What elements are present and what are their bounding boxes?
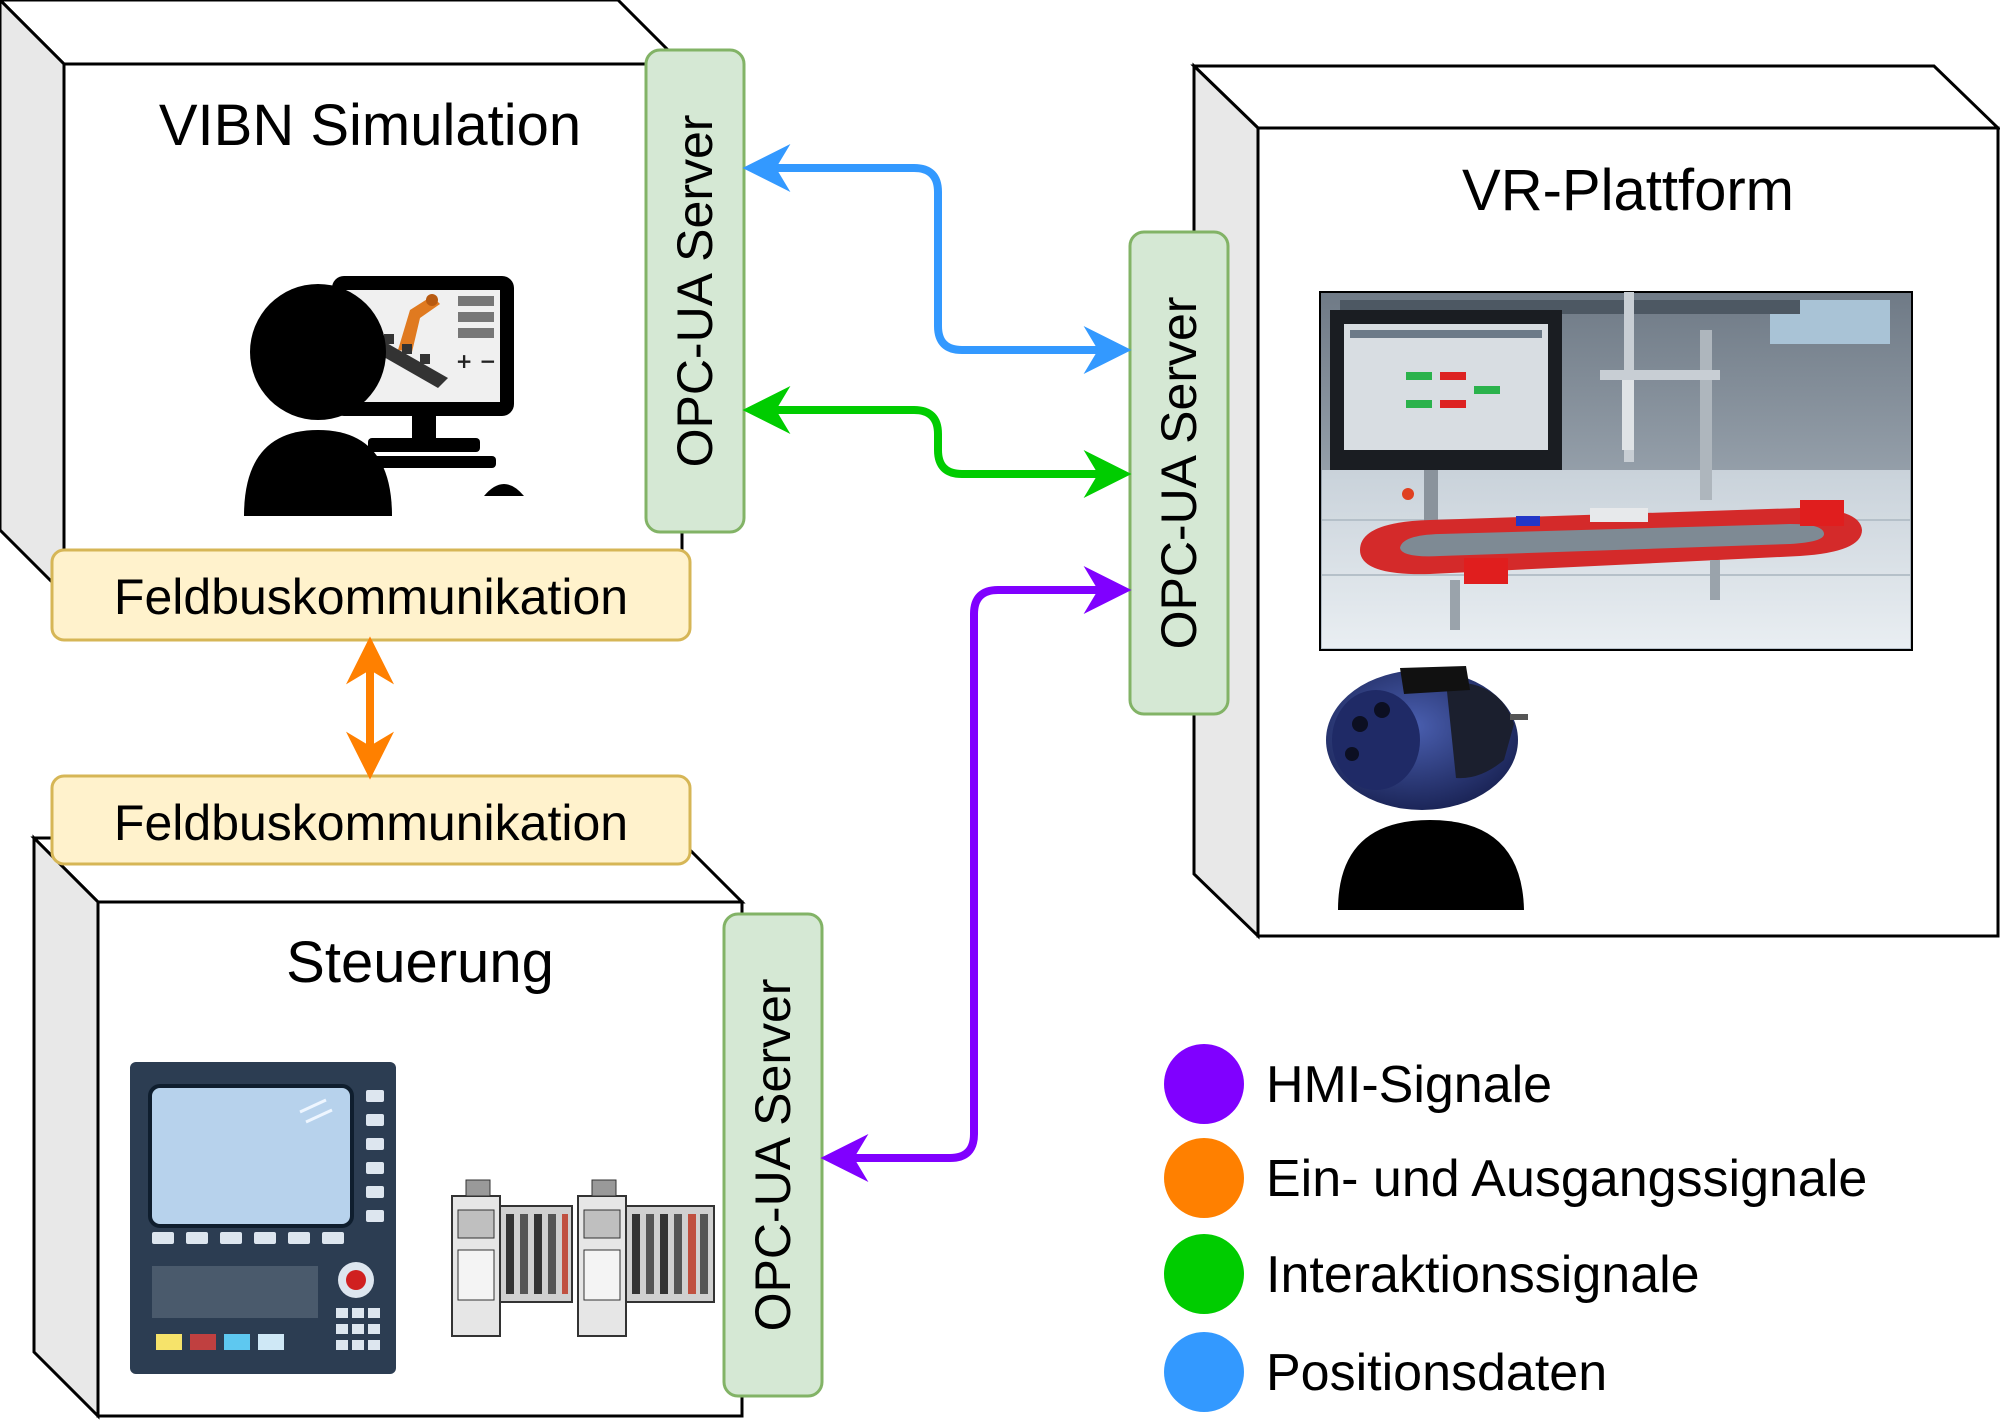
vibn-box-side-face [0,0,66,598]
steuerung-opcua-server: OPC-UA Server [722,912,824,1398]
steuerung-box-side-face [32,834,100,1420]
vibn-box-top-face [0,0,686,66]
vr-opcua-server: OPC-UA Server [1128,230,1230,716]
legend-item-hmi: HMI-Signale [1164,1044,1552,1124]
fieldbus-top-label: Feldbuskommunikation [114,569,628,625]
fieldbus-bottom-label: Feldbuskommunikation [114,795,628,851]
legend-item-io: Ein- und Ausgangssignale [1164,1138,1867,1218]
steuerung-box: Steuerung [30,834,746,1420]
legend-label-interaction: Interaktionssignale [1266,1246,1700,1304]
legend-item-position: Positionsdaten [1164,1332,1607,1412]
vr-plattform-box: VR-Plattform [1190,62,2000,940]
legend-label-position: Positionsdaten [1266,1344,1607,1402]
vibn-opcua-server-label: OPC-UA Server [667,115,723,468]
operator-panel-icon [130,1062,396,1374]
vibn-opcua-server: OPC-UA Server [644,48,746,534]
positionsdaten-arrow [742,144,1132,374]
vr-scene-screenshot [1319,291,1913,651]
legend: HMI-Signale Ein- und Ausgangssignale Int… [1164,1044,1867,1412]
steuerung-opcua-server-label: OPC-UA Server [745,979,801,1332]
plc-modules-icon [451,1179,715,1337]
hmi-signale-arrow [820,566,1132,1182]
legend-swatch-interaction [1164,1234,1244,1314]
steuerung-box-title: Steuerung [286,930,554,995]
vibn-box-title: VIBN Simulation [159,93,581,158]
vr-box-top-face [1190,64,2000,130]
legend-label-hmi: HMI-Signale [1266,1056,1552,1114]
vr-opcua-server-label: OPC-UA Server [1151,297,1207,650]
legend-swatch-hmi [1164,1044,1244,1124]
vibn-simulation-box: VIBN Simulation + − [0,0,686,598]
person-at-computer-icon: + − [244,276,524,516]
fieldbus-top: Feldbuskommunikation [50,548,692,642]
vr-box-title: VR-Plattform [1462,158,1794,223]
legend-swatch-position [1164,1332,1244,1412]
legend-label-io: Ein- und Ausgangssignale [1266,1150,1867,1208]
interaktionssignale-arrow [742,386,1132,498]
vr-headset-user-icon [1326,666,1528,910]
fieldbus-bottom: Feldbuskommunikation [50,774,692,866]
legend-item-interaction: Interaktionssignale [1164,1234,1700,1314]
legend-swatch-io [1164,1138,1244,1218]
svg-text:+ −: + − [456,349,496,373]
